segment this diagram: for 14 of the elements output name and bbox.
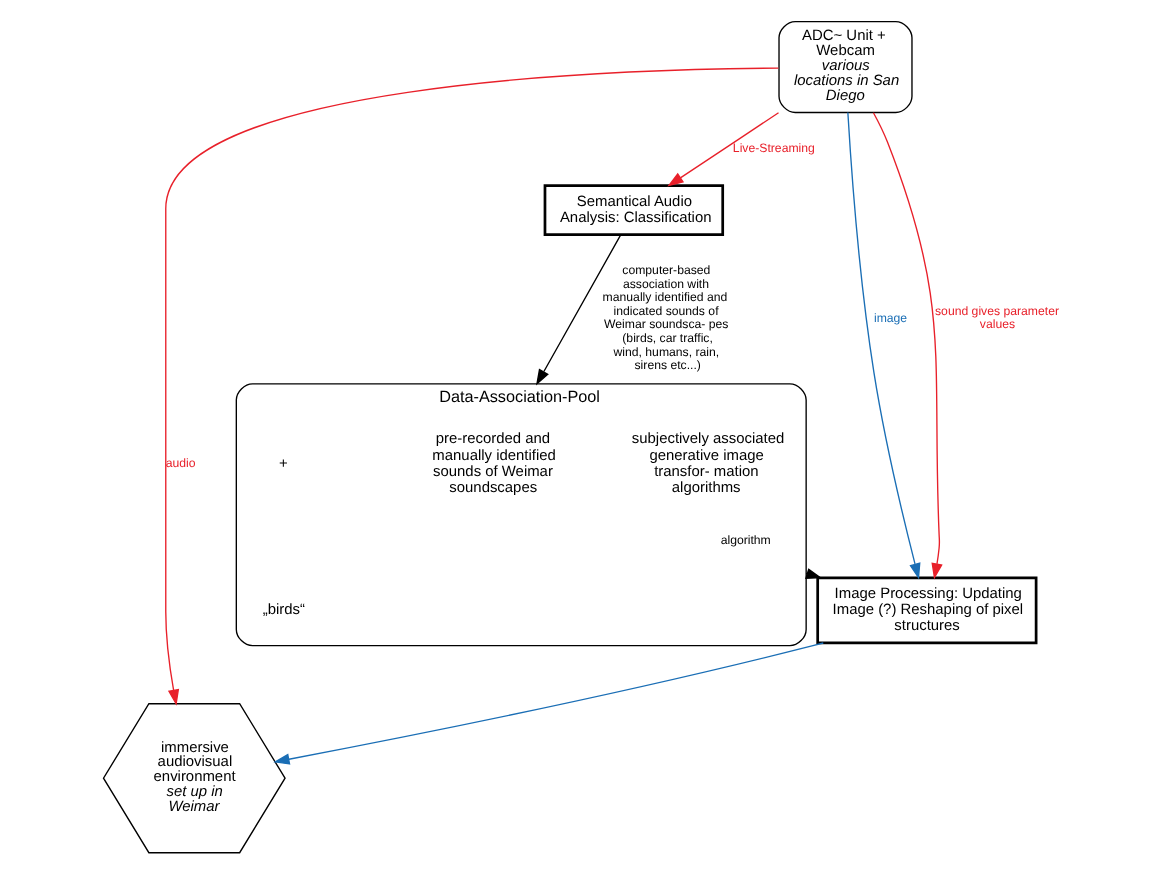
arrow <box>536 234 622 386</box>
arrow <box>847 111 921 580</box>
arrow <box>667 112 780 187</box>
arrow <box>872 112 943 580</box>
node-text: subjectively associated generative image transfor- mation algorithms <box>631 429 785 497</box>
arrow <box>165 67 780 706</box>
label: + <box>279 453 288 472</box>
arrow <box>805 568 823 580</box>
node-box: ADC~ Unit + Webcam various locations in San Diego <box>778 20 913 114</box>
label: „birds“ <box>262 600 306 619</box>
node-box: Semantical Audio Analysis: Classification <box>543 184 725 236</box>
node-box: Image Processing: Updating Image (?) Reshaping of pixel structures <box>816 576 1038 645</box>
node-text: pre-recorded and manually identified sounds of Weimar soundscapes <box>432 429 556 497</box>
arrow <box>273 642 824 765</box>
